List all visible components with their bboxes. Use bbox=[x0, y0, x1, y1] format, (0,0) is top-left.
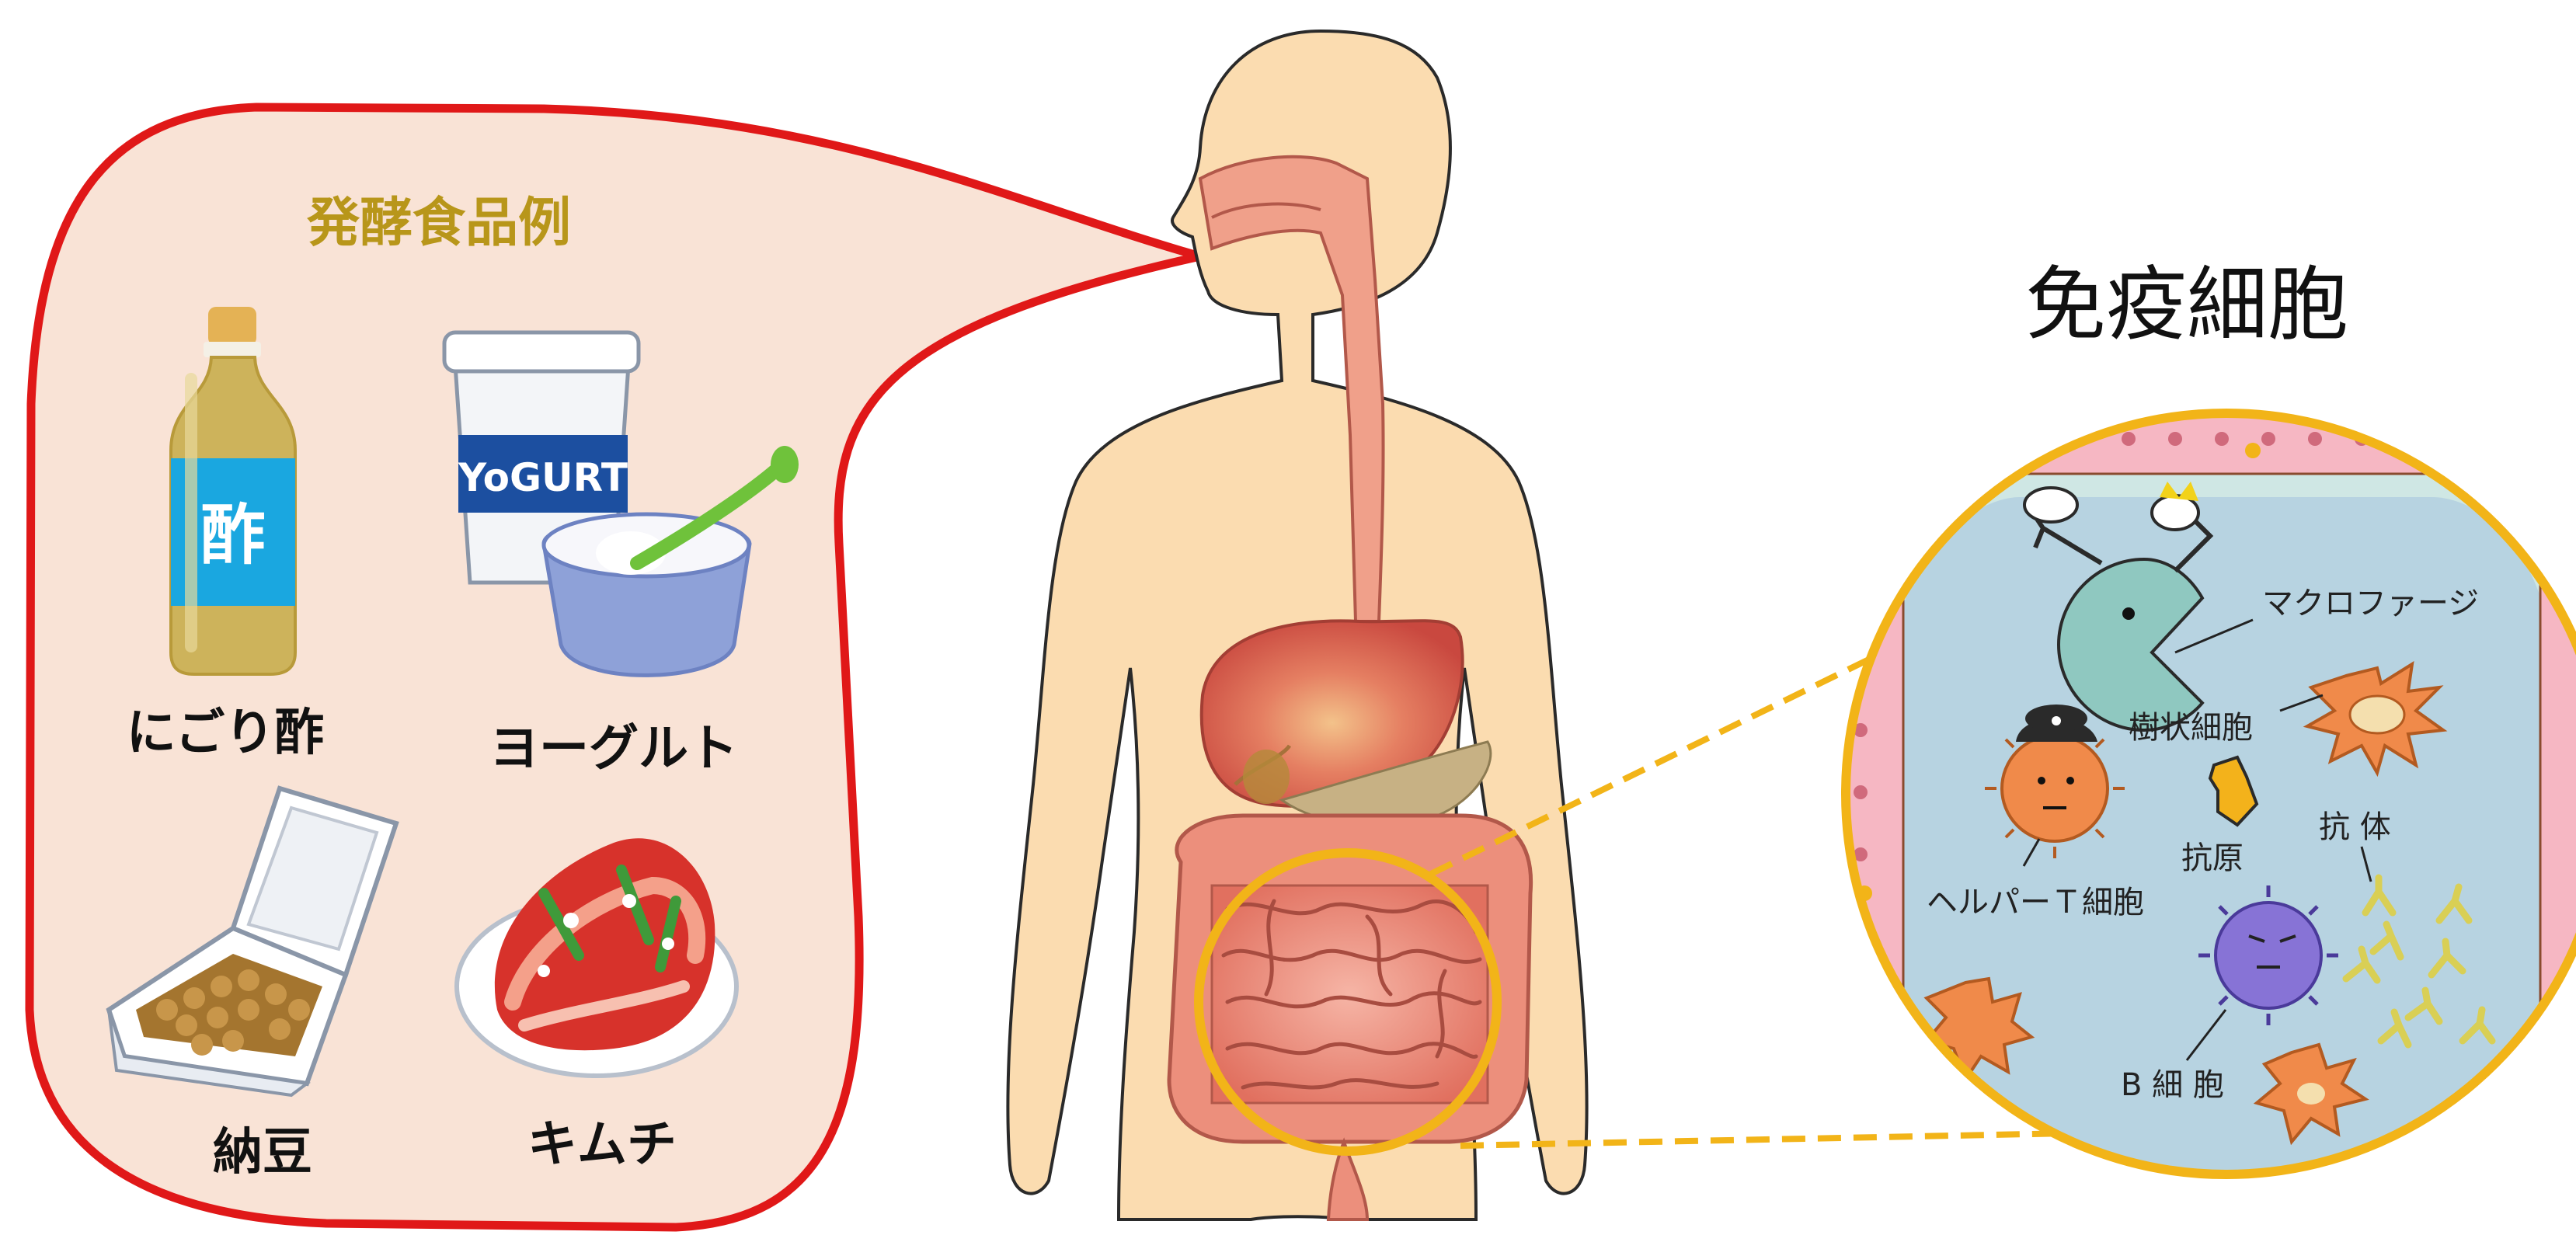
dendritic-cell-icon bbox=[2303, 661, 2448, 778]
b-cell-icon bbox=[2198, 885, 2338, 1025]
helper-t-cell-icon bbox=[1985, 705, 2125, 858]
immune-cell-magnified-view: マクロファージ 樹状細胞 ヘルパーＴ細胞 bbox=[1841, 409, 2576, 1179]
label-b-cell: B 細 胞 bbox=[2121, 1067, 2224, 1103]
label-macrophage: マクロファージ bbox=[2262, 586, 2479, 621]
label-helper-t: ヘルパーＴ細胞 bbox=[1927, 885, 2144, 920]
kimchi-icon bbox=[454, 838, 739, 1078]
label-dendritic: 樹状細胞 bbox=[2129, 710, 2253, 746]
food-label-kimchi: キムチ bbox=[527, 1116, 677, 1174]
food-label-natto: 納豆 bbox=[213, 1124, 312, 1181]
food-panel-title: 発酵食品例 bbox=[307, 193, 571, 254]
food-label-vinegar: にごり酢 bbox=[127, 705, 325, 762]
throat bbox=[1198, 155, 1385, 623]
immune-panel-title: 免疫細胞 bbox=[2025, 257, 2348, 352]
yogurt-icon: YoGURT bbox=[442, 330, 799, 677]
label-antibody: 抗 体 bbox=[2319, 809, 2391, 845]
food-label-yogurt: ヨーグルト bbox=[489, 720, 738, 778]
antibody-icons bbox=[2342, 874, 2496, 1049]
edge-cells bbox=[1923, 976, 2369, 1146]
zoom-connector bbox=[1429, 630, 2223, 1149]
natto-icon bbox=[106, 785, 399, 1098]
vinegar-bottle-icon: 酢 bbox=[169, 307, 297, 676]
fermented-food-panel: 発酵食品例 酢 にごり酢 YoGURT ヨーグルト bbox=[25, 103, 1205, 1232]
intestine-highlight-ring bbox=[1194, 848, 1502, 1156]
label-antigen: 抗原 bbox=[2181, 840, 2244, 876]
human-body bbox=[1006, 29, 1589, 1221]
macrophage-icon bbox=[2023, 482, 2214, 732]
yogurt-cup-text: YoGURT bbox=[458, 455, 628, 500]
antigen-icon bbox=[2208, 755, 2259, 827]
bottle-label-text: 酢 bbox=[200, 497, 266, 573]
